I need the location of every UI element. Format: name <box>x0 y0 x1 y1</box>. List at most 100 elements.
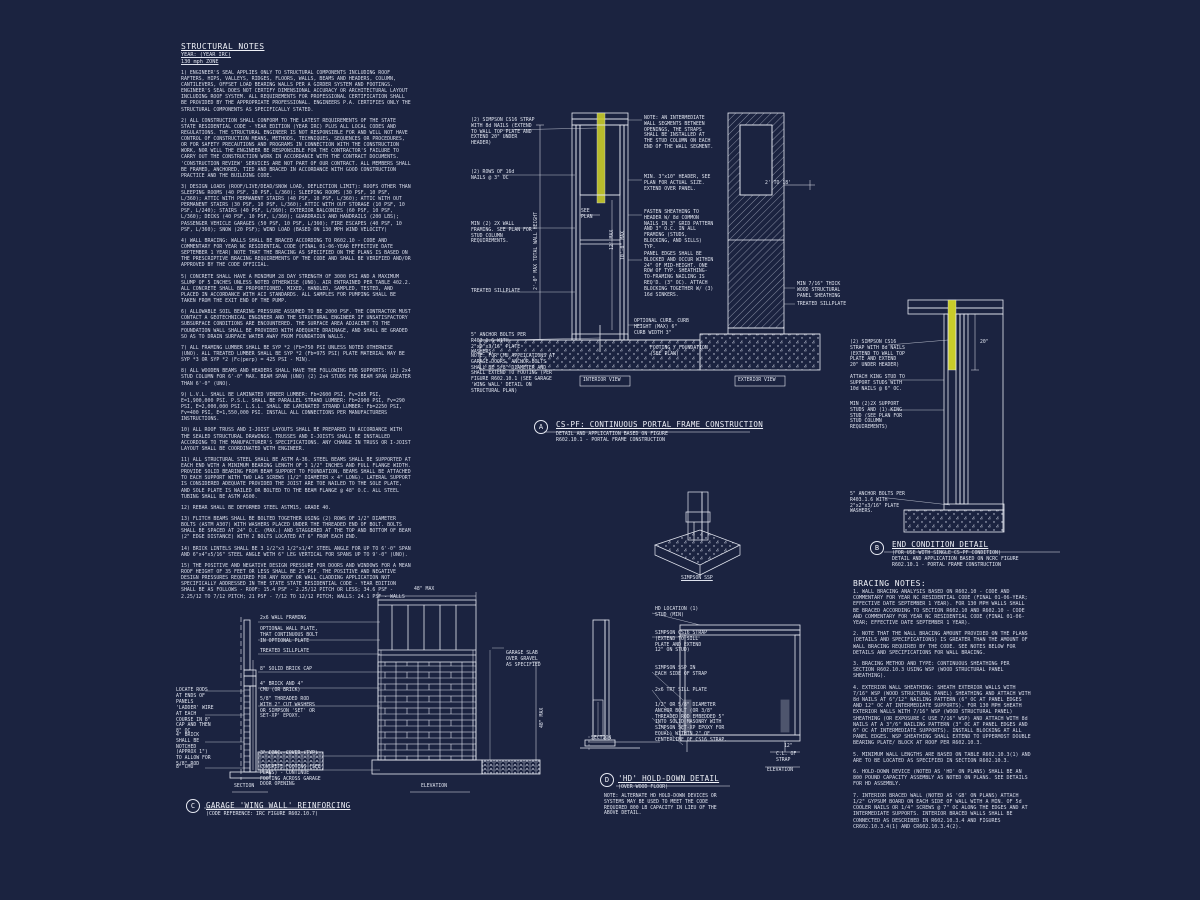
bracing-note: 5. MINIMUM WALL LENGTHS ARE BASED ON TAB… <box>853 751 1031 764</box>
detail-c-label-optional-plate: OPTIONAL WALL PLATE, THAT CONTINUOUS BOL… <box>260 627 318 644</box>
detail-d-note: NOTE: ALTERNATE HD HOLD-DOWN DEVICES OR … <box>604 794 717 817</box>
detail-b-drawing <box>903 299 1005 533</box>
detail-d-elevation-drawing <box>679 624 801 753</box>
detail-a-exterior-drawing <box>699 112 821 387</box>
detail-c-label-footing: CONCRETE FOOTING (SEE PLANS) - CONTINUE … <box>260 765 321 788</box>
detail-b-marker: B <box>870 541 884 555</box>
detail-a-label-sheathing: MIN 7/16" THICK WOOD STRUCTURAL PANEL SH… <box>797 282 841 299</box>
detail-b-label-king-stud: ATTACH KING STUD TO SUPPORT STUDS WITH 1… <box>850 375 905 392</box>
detail-c-marker: C <box>186 799 200 813</box>
detail-c-section-label: SECTION <box>234 784 255 789</box>
detail-d-label-sill: 2x6 TRT SILL PLATE <box>655 688 707 693</box>
structural-notes-list: 1) ENGINEER'S SEAL APPLIES ONLY TO STRUC… <box>181 70 413 605</box>
detail-a-label-nails: (2) ROWS OF 16d NAILS @ 3" OC <box>471 170 515 181</box>
detail-b-label-strap: (2) SIMPSON CS16 STRAP WITH 8d NAILS (EX… <box>850 340 905 369</box>
detail-b-sub3: R602.10.1 - PORTAL FRAME CONSTRUCTION <box>892 562 1001 568</box>
detail-c-label-brick-cmu: 4" BRICK AND 4" CMU (OR BRICK) <box>260 682 304 693</box>
simpson-ssp-label: SIMPSON SSP <box>681 576 713 581</box>
detail-d-sub1: (OVER WOOD FLOOR) <box>618 784 669 790</box>
detail-c-elevation-drawing <box>371 592 541 775</box>
structural-note: 15) THE POSITIVE AND NEGATIVE DESIGN PRE… <box>181 563 411 600</box>
bracing-note: 6. HOLD-DOWN DEVICE (NOTED AS 'HD' ON PL… <box>853 769 1028 788</box>
structural-note: 6) ALLOWABLE SOIL BEARING PRESSURE ASSUM… <box>181 309 411 340</box>
detail-b-leaders <box>887 339 951 506</box>
detail-a-exterior-view-label: EXTERIOR VIEW <box>738 378 776 383</box>
detail-a-label-footing: FOOTING / FOUNDATION (SEE PLAN) <box>650 346 708 357</box>
structural-note: 2) ALL CONSTRUCTION SHALL CONFORM TO THE… <box>181 117 411 179</box>
detail-a-title: CS-PF: CONTINUOUS PORTAL FRAME CONSTRUCT… <box>556 420 764 429</box>
bracing-note: 1. WALL BRACING ANALYSIS BASED ON R602.1… <box>853 589 1028 627</box>
detail-c-label-ladder: 'LADDER' WIRE AT EACH COURSE IN 8" CAP A… <box>176 706 214 735</box>
detail-b-title: END CONDITION DETAIL <box>892 540 989 549</box>
bracing-note: 2. NOTE THAT THE WALL BRACING AMOUNT PRO… <box>853 631 1028 656</box>
detail-a-note-intermediate: NOTE: AN INTERMEDIATE WALL SEGMENTS BETW… <box>644 116 714 150</box>
detail-d-leaders <box>651 612 701 746</box>
detail-a-label-anchor: 5" ANCHOR BOLTS PER R403.1.6 WITH 2"x2"x… <box>471 333 526 356</box>
detail-a-label-framing: MIN (2) 2X WALL FRAMING. SEE PLAN FOR ST… <box>471 222 532 245</box>
detail-a-marker: A <box>534 420 548 434</box>
detail-a-label-panel-edges: PANEL EDGES SHALL BE BLOCKED AND OCCUR W… <box>644 252 714 298</box>
detail-c-dim-width: 48" MAX <box>414 587 435 592</box>
bracing-notes-list: 1. WALL BRACING ANALYSIS BASED ON R602.1… <box>853 589 1031 835</box>
detail-d-dim-centerline: C.L. OF STRAP <box>776 752 797 763</box>
detail-b-dim: 20" <box>980 340 989 345</box>
structural-note: 10) ALL ROOF TRUSS AND I-JOIST LAYOUTS S… <box>181 427 411 452</box>
detail-c-label-rods: LOCATE RODS AT ENDS OF PANELS <box>176 688 208 705</box>
detail-d-label-ssp: SIMPSON SSP IN EACH SIDE OF STRAP <box>655 666 707 677</box>
detail-a-sub2: R602.10.1 - PORTAL FRAME CONSTRUCTION <box>556 437 665 443</box>
detail-a-interior-view-label: INTERIOR VIEW <box>583 378 621 383</box>
detail-c-label-notched: 4" BRICK SHALL BE NOTCHED (APPROX 1") TO… <box>176 733 211 767</box>
structural-note: 8) ALL WOODEN BEAMS AND HEADERS SHALL HA… <box>181 368 411 387</box>
detail-d-label-anchor: 1/2" OR 5/8" DIAMETER ANCHOR BOLT (OR 3/… <box>655 703 728 743</box>
structural-note: 11) ALL STRUCTURAL STEEL SHALL BE ASTM A… <box>181 457 411 500</box>
detail-a-dim-see-plan: SEE PLAN <box>581 209 593 220</box>
structural-note: 4) WALL BRACING: WALLS SHALL BE BRACED A… <box>181 237 411 269</box>
detail-c-label-sillplate: TREATED SILLPLATE <box>260 649 310 654</box>
detail-c-label-cover: 3" CONC. COVER (TYP) <box>260 751 318 756</box>
detail-c-section-drawing <box>229 617 324 780</box>
detail-a-dim-range: 2' TO 18' <box>765 181 791 186</box>
structural-notes-heading: STRUCTURAL NOTES <box>181 42 265 51</box>
detail-c-label-threaded-rod: 5/8" THREADED ROD WITH 2" CUT WASHERS OR… <box>260 697 315 720</box>
detail-a-leaders <box>501 119 642 341</box>
detail-d-label-hd-location: HD LOCATION (1) STUD (MIN) <box>655 607 699 618</box>
detail-b-label-anchor: 5" ANCHOR BOLTS PER R403.1.6 WITH 2"x2"x… <box>850 492 905 515</box>
detail-a-dim-wall-height: 2'-0" MAX TOTAL WALL HEIGHT <box>534 212 539 290</box>
structural-note: 14) BRICK LINTELS SHALL BE 3 1/2"x3 1/2"… <box>181 545 411 558</box>
structural-note: 5) CONCRETE SHALL HAVE A MINIMUM 28 DAY … <box>181 273 411 304</box>
detail-d-marker: D <box>600 773 614 787</box>
detail-a-sub1: DETAIL AND APPLICATION BASED ON FIGURE <box>556 431 668 437</box>
bracing-note: 7. INTERIOR BRACED WALL (NOTED AS 'GB' O… <box>853 792 1028 830</box>
structural-note: 1) ENGINEER'S SEAL APPLIES ONLY TO STRUC… <box>181 70 411 113</box>
detail-d-title: 'HD' HOLD-DOWN DETAIL <box>618 774 720 783</box>
detail-a-label-ext-sillplate: TREATED SILLPLATE <box>797 302 847 307</box>
detail-c-label-slab: GARAGE SLAB OVER GRAVEL AS SPECIFIED <box>506 651 541 668</box>
detail-a-label-sillplate: TREATED SILLPLATE <box>471 289 521 294</box>
structural-year: YEAR: (YEAR IRC) <box>181 52 231 58</box>
detail-c-label-brick-cap: 8" SOLID BRICK CAP <box>260 667 312 672</box>
detail-d-label-strap: SIMPSON CS16 STRAP (EXTEND TO SILL PLATE… <box>655 631 707 654</box>
detail-b-sub1: (FOR USE WITH SINGLE CS-PF CONDITION) <box>892 550 1001 556</box>
structural-note: 12) REBAR SHALL BE DEFORMED STEEL ASTM15… <box>181 504 332 511</box>
detail-a-dim-ten: 10'-0" MAX <box>621 231 626 260</box>
detail-a-exterior-leaders <box>784 287 795 305</box>
detail-d-section-label: SECTION <box>591 736 612 741</box>
detail-c-section-leaders <box>205 621 380 771</box>
detail-c-title: GARAGE 'WING WALL' REINFORCING <box>206 801 351 810</box>
simpson-ssp-drawing <box>654 491 741 576</box>
detail-b-sub2: DETAIL AND APPLICATION BASED ON NCRC FIG… <box>892 556 1019 562</box>
structural-zone: 130 mph ZONE <box>181 59 219 65</box>
detail-b-label-support: MIN (2)2X SUPPORT STUDS AND (1) KING STU… <box>850 402 902 431</box>
detail-a-label-header: MIN. 3"x10" HEADER, SEE PLAN FOR ACTUAL … <box>644 175 711 192</box>
bracing-note: 4. EXTERIOR WALL SHEATHING: SHEATH EXTER… <box>853 684 1031 747</box>
detail-c-sub1: (CODE REFERENCE: IRC FIGURE R602.10.7) <box>206 811 318 817</box>
detail-c-label-wall-framing: 2x6 WALL FRAMING <box>260 616 307 621</box>
structural-note: 9) L.V.L. SHALL BE LAMINATED VENEER LUMB… <box>181 391 405 423</box>
detail-a-label-strap: (2) SIMPSON CS16 STRAP WITH 8d NAILS (EX… <box>471 118 535 147</box>
bracing-notes-heading: BRACING NOTES: <box>853 579 927 588</box>
structural-note: 7) ALL FRAMING LUMBER SHALL BE SYP *2 (F… <box>181 344 405 364</box>
structural-note: 3) DESIGN LOADS (ROOF/LIVE/DEAD/SNOW LOA… <box>181 183 411 233</box>
detail-a-dim-max: 12' MAX <box>610 229 615 250</box>
detail-a-interior-drawing <box>479 112 701 387</box>
detail-c-label-cmu: 8" CMU <box>176 765 194 770</box>
